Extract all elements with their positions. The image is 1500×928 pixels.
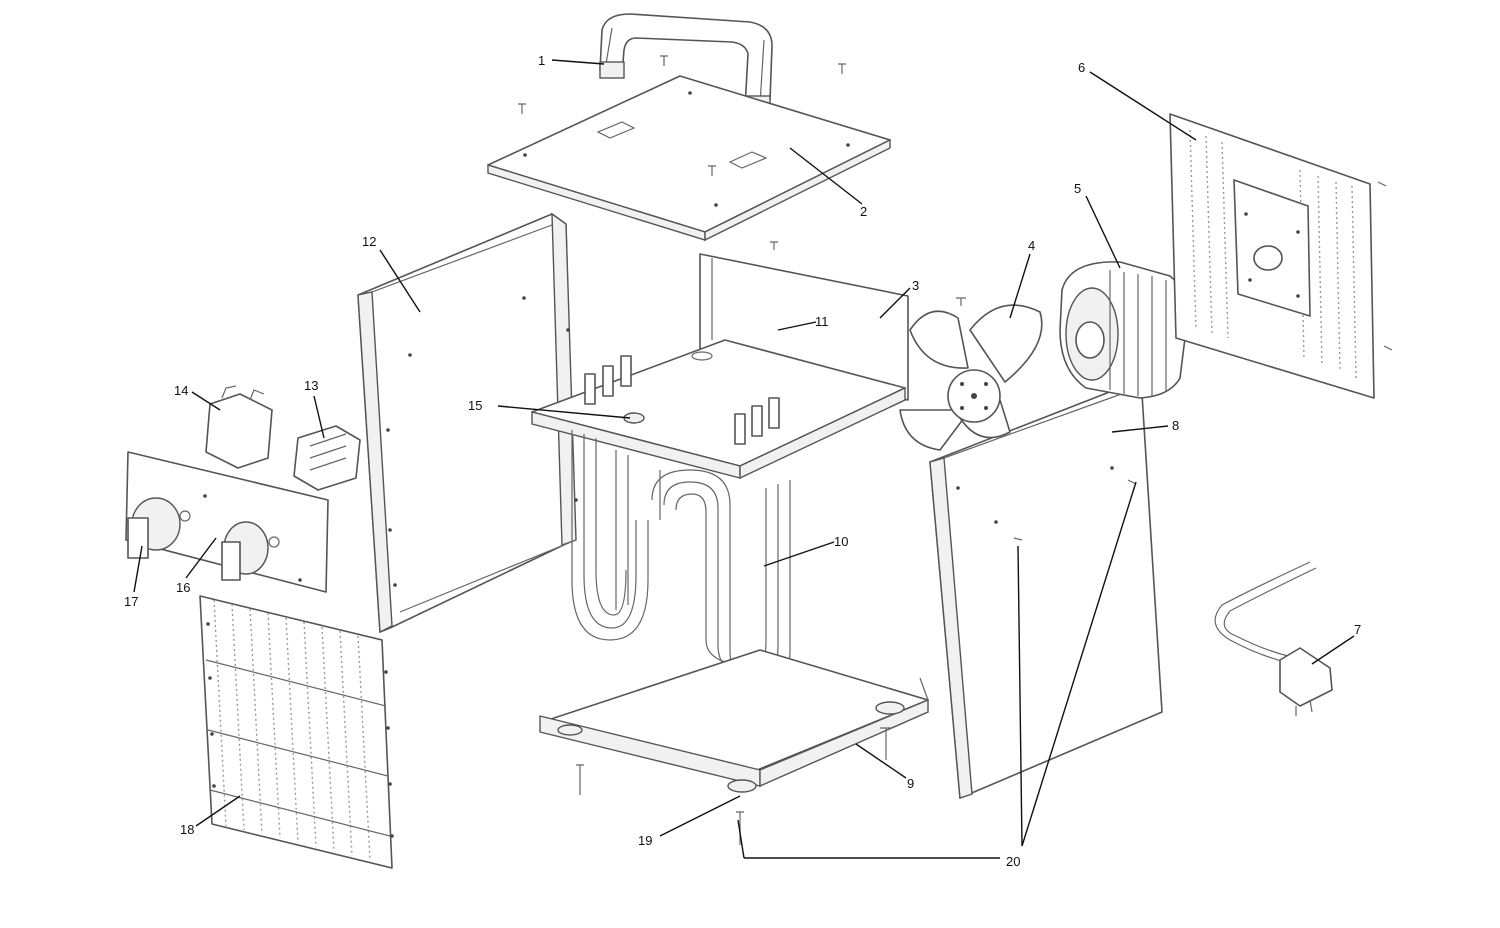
callout-20: 20 xyxy=(1006,854,1020,869)
fan-bracket-plate xyxy=(699,253,909,401)
power-cord-plug xyxy=(1214,561,1333,716)
callout-1: 1 xyxy=(538,53,545,68)
callout-12: 12 xyxy=(362,234,376,249)
screws-base xyxy=(576,727,892,845)
callout-16: 16 xyxy=(176,580,190,595)
rotary-switch xyxy=(293,425,361,491)
screws-top xyxy=(518,55,846,250)
callout-10: 10 xyxy=(834,534,848,549)
side-frame-panel xyxy=(357,212,578,634)
fan-blade xyxy=(899,297,1043,451)
callout-labels: 1 2 3 4 5 6 7 8 9 10 11 12 13 14 15 16 1… xyxy=(124,53,1361,869)
callout-13: 13 xyxy=(304,378,318,393)
side-housing-panel xyxy=(929,383,1163,799)
callout-18: 18 xyxy=(180,822,194,837)
callout-19: 19 xyxy=(638,833,652,848)
top-cover xyxy=(487,75,891,242)
callout-8: 8 xyxy=(1172,418,1179,433)
control-panel xyxy=(125,451,329,593)
thermostat xyxy=(205,385,273,469)
callout-5: 5 xyxy=(1074,181,1081,196)
rear-grille xyxy=(1169,113,1393,399)
callout-4: 4 xyxy=(1028,238,1035,253)
callout-6: 6 xyxy=(1078,60,1085,75)
callout-3: 3 xyxy=(912,278,919,293)
callout-15: 15 xyxy=(468,398,482,413)
front-grille xyxy=(199,595,394,869)
callout-14: 14 xyxy=(174,383,188,398)
callout-2: 2 xyxy=(860,204,867,219)
callout-17: 17 xyxy=(124,594,138,609)
callout-7: 7 xyxy=(1354,622,1361,637)
heating-element-assembly xyxy=(531,339,906,691)
leader-lines xyxy=(133,59,1355,859)
base-plate xyxy=(539,649,929,793)
fan-motor xyxy=(1059,261,1187,399)
callout-9: 9 xyxy=(907,776,914,791)
callout-11: 11 xyxy=(815,314,829,329)
